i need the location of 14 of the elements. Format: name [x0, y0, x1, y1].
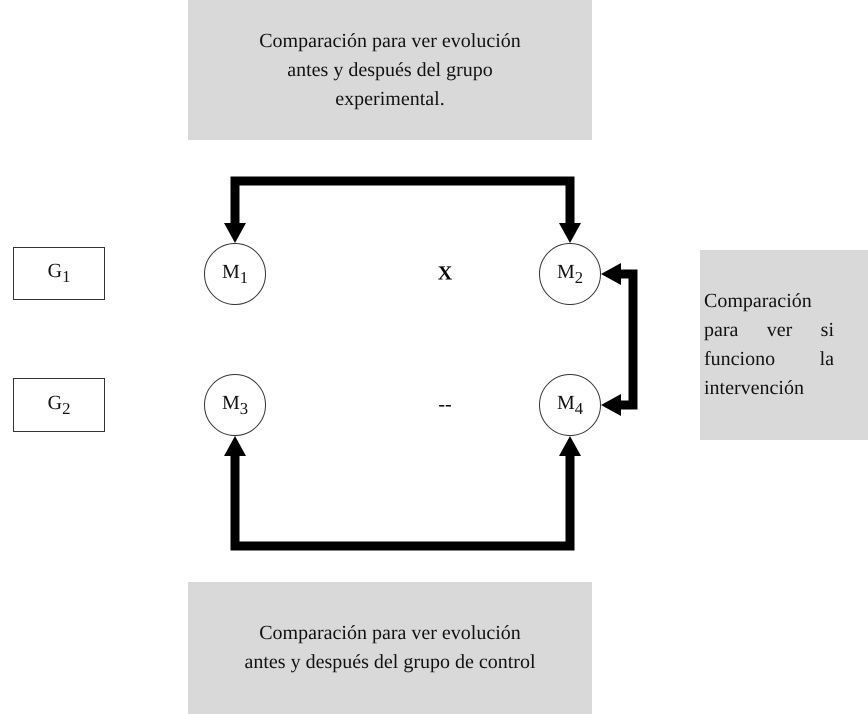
measure-circle: M$_{2}$ [539, 243, 601, 305]
group-box: G$_{2}$ [13, 378, 105, 432]
measure-circle: M$_{4}$ [539, 374, 601, 436]
note-box: Comparación para ver evolución antes y después del grupo experimental. [188, 0, 592, 140]
group-box: G$_{1}$ [13, 247, 105, 300]
bracket-arrow [224, 436, 581, 550]
measure-circle: M$_{1}$ [204, 243, 266, 305]
note-box: Comparación para ver si funciono la intervención [700, 250, 868, 440]
no-treatment-mark: -- [438, 394, 452, 416]
bracket-arrow [224, 176, 581, 243]
measure-circle: M$_{3}$ [204, 374, 266, 436]
treatment-mark: X [438, 262, 452, 286]
note-box: Comparación para ver evolución antes y después del grupo de control [188, 582, 592, 714]
bracket-arrow [601, 263, 638, 416]
